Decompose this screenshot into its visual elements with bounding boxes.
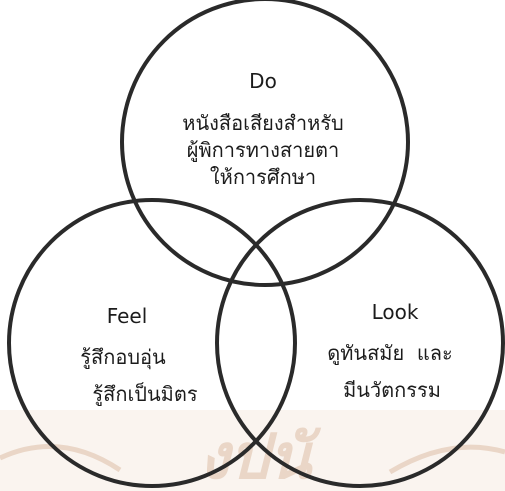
do-line-3: ให้การศึกษา (210, 165, 316, 189)
circle-feel (7, 198, 297, 488)
look-line-2: มีนวัตกรรม (343, 378, 441, 402)
do-title: Do (249, 69, 277, 93)
do-line-1: หนังสือเสียงสำหรับ (182, 111, 343, 135)
circle-do (120, 0, 410, 287)
circle-look (215, 198, 505, 488)
look-title: Look (372, 300, 419, 324)
watermark: งปนั (0, 410, 505, 491)
feel-title: Feel (107, 304, 148, 328)
watermark-stroke (0, 443, 505, 475)
watermark-text: งปนั (199, 420, 322, 491)
do-line-2: ผู้พิการทางสายตา (187, 138, 340, 163)
feel-line-1: รู้สึกอบอุ่น (80, 345, 166, 370)
feel-line-2: รู้สึกเป็นมิตร (92, 381, 197, 407)
look-line-1: ดูทันสมัย และ (327, 341, 453, 366)
